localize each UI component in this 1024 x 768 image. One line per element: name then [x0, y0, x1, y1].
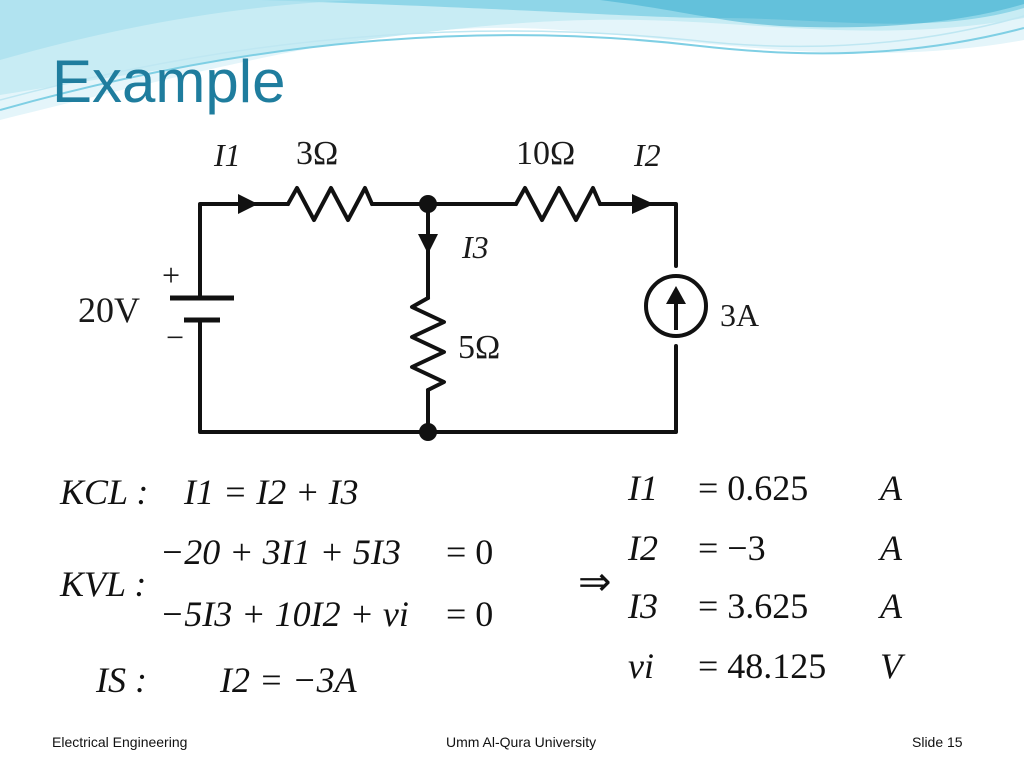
- result-variable: I1: [628, 468, 658, 508]
- arrow-i3-icon: [418, 234, 438, 254]
- kvl-equation-2: −5I3 + 10I2 + vi: [160, 594, 409, 634]
- result-unit: A: [880, 586, 902, 626]
- result-variable: vi: [628, 646, 654, 686]
- label-is: 3A: [720, 297, 759, 333]
- label-minus: −: [166, 319, 184, 355]
- resistor-5ohm: [410, 296, 446, 392]
- kvl-rhs-1: = 0: [446, 532, 494, 572]
- arrow-i2-icon: [632, 194, 654, 214]
- result-variable: I2: [628, 528, 658, 568]
- result-variable: I3: [628, 586, 658, 626]
- is-equation: I2 = −3A: [220, 660, 357, 700]
- result-value: = 48.125: [698, 646, 827, 686]
- resistor-10ohm: [514, 186, 602, 222]
- slide-title: Example: [52, 48, 286, 115]
- label-r2: 10Ω: [516, 135, 575, 172]
- kcl-equation: I1 = I2 + I3: [184, 472, 359, 512]
- result-unit: A: [880, 468, 902, 508]
- result-value: = 3.625: [698, 586, 809, 626]
- is-label: IS :: [96, 660, 147, 700]
- label-plus: +: [162, 257, 180, 293]
- result-unit: V: [880, 646, 902, 686]
- wire-top-left: [198, 202, 290, 298]
- result-value: = 0.625: [698, 468, 809, 508]
- circuit-diagram: I1 3Ω 10Ω I2 I3 5Ω 20V + − 3A: [78, 135, 759, 441]
- label-i2: I2: [633, 137, 661, 173]
- header-wave-decoration: [0, 0, 1024, 120]
- current-source-arrow-icon: [666, 286, 686, 304]
- wire-battery-bottom: [198, 318, 678, 434]
- kvl-rhs-2: = 0: [446, 594, 494, 634]
- kcl-label: KCL :: [60, 472, 149, 512]
- resistor-3ohm: [286, 186, 374, 222]
- label-r1: 3Ω: [296, 135, 338, 172]
- label-vs: 20V: [78, 290, 140, 330]
- label-r3: 5Ω: [458, 329, 500, 366]
- result-value: = −3: [698, 528, 766, 568]
- footer-slide-number: Slide 15: [912, 734, 963, 750]
- result-unit: A: [880, 528, 902, 568]
- implies-arrow-icon: ⇒: [578, 559, 612, 604]
- node-bottom: [419, 423, 437, 441]
- arrow-i1-icon: [238, 194, 258, 214]
- node-top: [419, 195, 437, 213]
- footer-center: Umm Al-Qura University: [446, 734, 597, 750]
- kvl-equation-1: −20 + 3I1 + 5I3: [160, 532, 401, 572]
- kvl-label: KVL :: [60, 564, 147, 604]
- label-i3: I3: [461, 229, 489, 265]
- wire-top-right: [598, 202, 678, 268]
- footer-left: Electrical Engineering: [52, 734, 188, 750]
- label-i1: I1: [213, 137, 241, 173]
